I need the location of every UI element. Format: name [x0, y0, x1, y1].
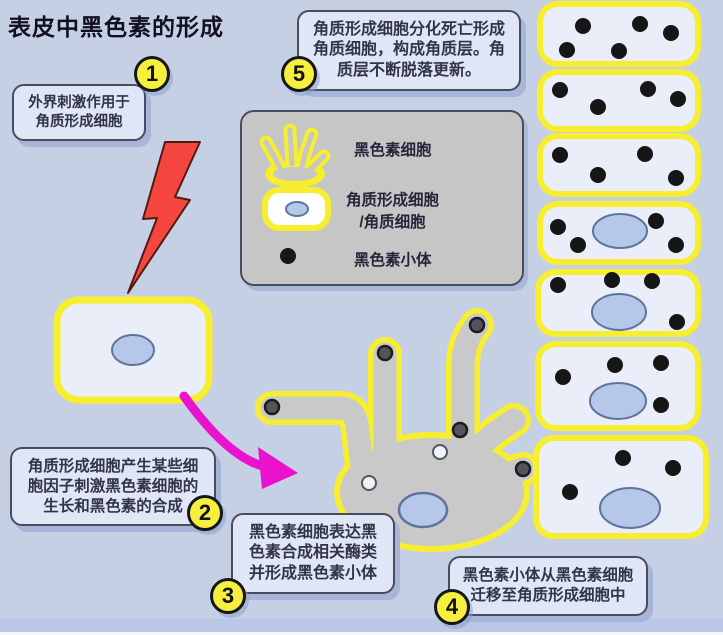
step-2-badge: 2	[187, 495, 223, 531]
melanosome-dot	[575, 18, 591, 34]
melanosome-dot	[604, 272, 620, 288]
melanosome-dot	[607, 357, 623, 373]
melanosome-dot	[514, 460, 532, 478]
page-title: 表皮中黑色素的形成	[8, 14, 224, 40]
cell-nucleus	[592, 213, 648, 249]
melanosome-dot	[555, 369, 571, 385]
bottom-edge	[0, 632, 723, 635]
step-3-badge: 3	[210, 578, 246, 614]
melanosome-dot	[632, 16, 648, 32]
vesicle	[432, 444, 448, 460]
melanosome-dot	[552, 147, 568, 163]
melanocyte-nucleus	[397, 491, 449, 529]
melanosome-dot	[570, 237, 586, 253]
legend-label-melanosome: 黑色素小体	[354, 252, 432, 269]
cell-nucleus	[591, 293, 647, 331]
melanosome-dot	[552, 82, 568, 98]
melanosome-dot	[590, 99, 606, 115]
step-5-badge: 5	[281, 56, 317, 92]
melanosome-dot	[648, 213, 664, 229]
cell-nucleus	[599, 487, 661, 529]
bottom-strip	[0, 619, 723, 632]
step-3-note: 黑色素细胞表达黑色素合成相关酶类并形成黑色素小体	[231, 513, 395, 595]
melanosome-dot	[663, 25, 679, 41]
melanocyte-icon	[259, 123, 331, 188]
melanosome-dot	[559, 42, 575, 58]
melanosome-dot	[615, 450, 631, 466]
melanosome-dot	[590, 167, 606, 183]
legend-box: 黑色素细胞 角质形成细胞 /角质细胞 黑色素小体	[240, 110, 524, 286]
melanosome-dot	[669, 314, 685, 330]
melanosome-dot	[611, 43, 627, 59]
step-5-note: 角质形成细胞分化死亡形成角质细胞，构成角质层。角质层不断脱落更新。	[297, 10, 521, 92]
keratinocyte-icon	[262, 187, 331, 231]
melanosome-dot	[468, 316, 486, 334]
melanosome-dot	[376, 344, 394, 362]
legend-label-keratinocyte: 角质形成细胞 /角质细胞	[346, 192, 440, 231]
step-4-note: 黑色素小体从黑色素细胞迁移至角质形成细胞中	[448, 556, 648, 616]
step-1-note: 外界刺激作用于角质形成细胞	[12, 84, 146, 142]
epidermis-cell	[537, 69, 701, 132]
melanosome-dot	[550, 219, 566, 235]
melanosome-dot	[670, 91, 686, 107]
melanosome-dot	[451, 421, 469, 439]
melanosome-icon	[280, 248, 296, 264]
epidermis-cell	[533, 435, 709, 539]
melanosome-dot	[263, 398, 281, 416]
step-4-badge: 4	[434, 589, 470, 625]
melanosome-dot	[668, 237, 684, 253]
melanosome-dot	[637, 146, 653, 162]
legend-label-melanocyte: 黑色素细胞	[354, 142, 432, 159]
cell-nucleus	[589, 382, 647, 420]
melanocyte-dendrite	[260, 396, 374, 477]
melanosome-dot	[653, 355, 669, 371]
melanosome-dot	[668, 170, 684, 186]
signal-arrow-head	[258, 447, 298, 489]
melanosome-dot	[550, 277, 566, 293]
melanosome-dot	[562, 484, 578, 500]
signal-arrow	[179, 391, 271, 472]
melanosome-dot	[644, 273, 660, 289]
melanocyte-dendrite	[466, 408, 526, 460]
lightning-bolt-icon	[127, 141, 201, 294]
epidermis-cell	[537, 133, 701, 197]
vesicle	[361, 475, 377, 491]
step-1-badge: 1	[134, 56, 170, 92]
melanosome-dot	[640, 81, 656, 97]
step-2-note: 角质形成细胞产生某些细胞因子刺激黑色素细胞的生长和黑色素的合成	[10, 447, 216, 527]
cell-nucleus	[111, 334, 155, 366]
melanosome-dot	[653, 397, 669, 413]
melanosome-dot	[665, 460, 681, 476]
